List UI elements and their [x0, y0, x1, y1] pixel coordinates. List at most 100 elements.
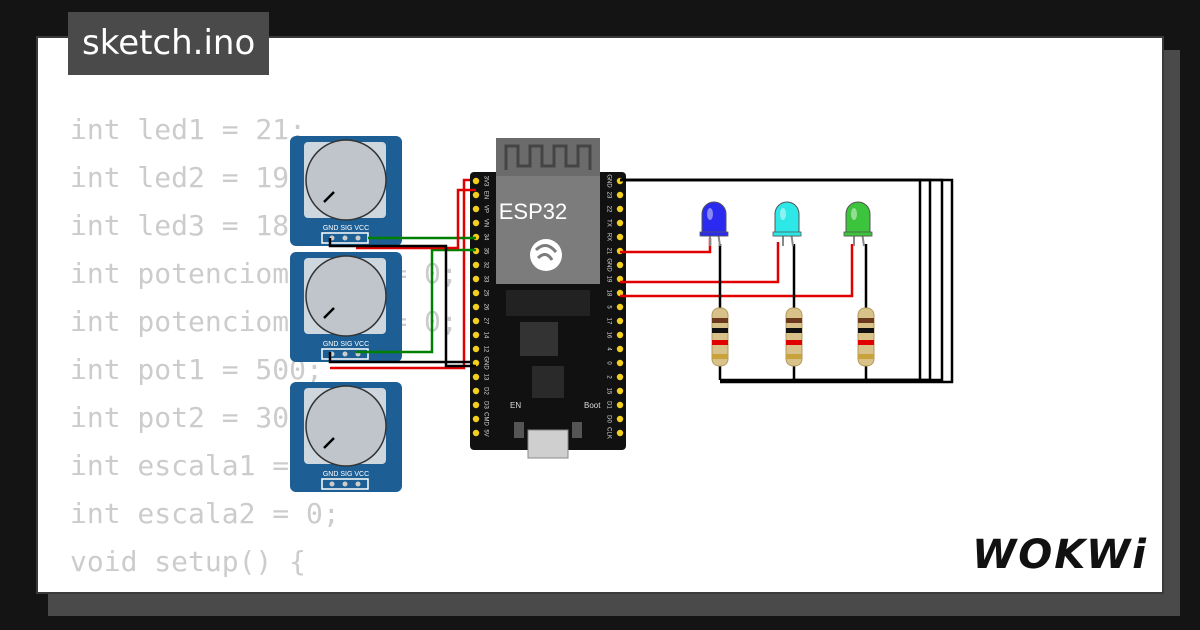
pin[interactable]	[616, 317, 624, 325]
pin[interactable]	[472, 345, 480, 353]
knob-indicator	[323, 307, 335, 319]
wokwi-logo: WOKWi	[972, 532, 1148, 578]
pin[interactable]	[472, 191, 480, 199]
knob[interactable]	[305, 255, 387, 337]
pin-label: 18	[606, 290, 612, 297]
pin[interactable]	[616, 401, 624, 409]
pin-label: 35	[483, 248, 489, 255]
pin-label: 34	[483, 234, 489, 241]
pin-label: 15	[606, 388, 612, 395]
pin[interactable]	[472, 261, 480, 269]
pin[interactable]	[616, 373, 624, 381]
potentiometer[interactable]: GND SIG VCC	[290, 252, 402, 362]
pin[interactable]	[472, 429, 480, 437]
pin[interactable]	[616, 261, 624, 269]
usb-port	[527, 429, 569, 459]
wire-vcc-pot1	[356, 188, 476, 250]
pin-label: VN	[483, 219, 489, 227]
code-line: int led2 = 19;	[70, 161, 307, 194]
pin-label: 25	[483, 290, 489, 297]
pin[interactable]	[472, 303, 480, 311]
led[interactable]	[772, 201, 802, 247]
resistor[interactable]	[785, 307, 803, 367]
pin-label: 2	[606, 375, 612, 379]
pin-label: D1	[606, 401, 612, 409]
pin[interactable]	[616, 219, 624, 227]
wire-3v3	[330, 178, 470, 370]
pin[interactable]	[472, 317, 480, 325]
wire-pot2-signal	[356, 248, 476, 354]
pin[interactable]	[616, 205, 624, 213]
pin[interactable]	[472, 205, 480, 213]
code-line: void setup() {	[70, 545, 307, 578]
pot-pin-header	[321, 478, 369, 490]
wire-led1	[620, 238, 712, 254]
pin[interactable]	[472, 289, 480, 297]
wire-gnd-pot2	[328, 352, 470, 364]
pin-label: D3	[483, 401, 489, 409]
pin[interactable]	[616, 233, 624, 241]
pin-label: VP	[483, 205, 489, 213]
pot-pin-labels: GND SIG VCC	[323, 471, 369, 478]
pin[interactable]	[616, 429, 624, 437]
code-line: int pot1 = 500;	[70, 353, 323, 386]
pin[interactable]	[472, 387, 480, 395]
pin-label: D2	[483, 387, 489, 395]
pin-label: GND	[606, 174, 612, 188]
pin[interactable]	[616, 415, 624, 423]
pin-label: 19	[606, 276, 612, 283]
pin[interactable]	[472, 331, 480, 339]
board-label: ESP32	[499, 199, 568, 224]
file-tab[interactable]: sketch.ino	[68, 12, 270, 75]
pin[interactable]	[616, 289, 624, 297]
knob-indicator	[323, 437, 335, 449]
led[interactable]	[843, 201, 873, 247]
pin[interactable]	[616, 359, 624, 367]
en-button[interactable]	[514, 422, 524, 438]
pin-label: TX	[606, 219, 612, 227]
potentiometer[interactable]: GND SIG VCC	[290, 382, 402, 492]
en-button-label: EN	[510, 401, 521, 410]
pin-label: 17	[606, 318, 612, 325]
pin[interactable]	[616, 275, 624, 283]
pin-label: 32	[483, 262, 489, 269]
knob[interactable]	[305, 139, 387, 221]
pin-label: GND	[606, 258, 612, 272]
pin[interactable]	[472, 359, 480, 367]
pin[interactable]	[616, 303, 624, 311]
led[interactable]	[699, 201, 729, 247]
code-line: int escala2 = 0;	[70, 497, 340, 530]
potentiometer[interactable]: GND SIG VCC	[290, 136, 402, 246]
pin[interactable]	[472, 219, 480, 227]
pin-label: 5	[606, 305, 612, 309]
boot-button-label: Boot	[584, 401, 601, 410]
pin-label: 3V3	[483, 176, 489, 187]
pin[interactable]	[616, 331, 624, 339]
pin-label: 26	[483, 304, 489, 311]
esp32-board[interactable]: ESP32 EN Boot 3V3ENVPVN34353233252627141…	[470, 138, 626, 459]
pin-label: CLK	[606, 427, 612, 439]
pin[interactable]	[472, 177, 480, 185]
wire-led3	[620, 244, 854, 298]
pin-label: 4	[606, 347, 612, 351]
pin-label: 14	[483, 332, 489, 339]
right-pin-header	[616, 177, 624, 437]
pin[interactable]	[472, 415, 480, 423]
pin[interactable]	[616, 345, 624, 353]
resistor[interactable]	[857, 307, 875, 367]
pin[interactable]	[616, 191, 624, 199]
pin-label: D0	[606, 415, 612, 423]
pin[interactable]	[616, 387, 624, 395]
knob[interactable]	[305, 385, 387, 467]
pin[interactable]	[472, 373, 480, 381]
boot-button[interactable]	[572, 422, 582, 438]
pin-label: GND	[483, 356, 489, 370]
resistor[interactable]	[711, 307, 729, 367]
pin[interactable]	[472, 401, 480, 409]
pin[interactable]	[472, 275, 480, 283]
pin-label: 13	[483, 374, 489, 381]
left-pin-labels: 3V3ENVPVN343532332526271412GND13D2D3CMD5…	[483, 176, 489, 437]
pin-label: 16	[606, 332, 612, 339]
pin-label: 33	[483, 276, 489, 283]
